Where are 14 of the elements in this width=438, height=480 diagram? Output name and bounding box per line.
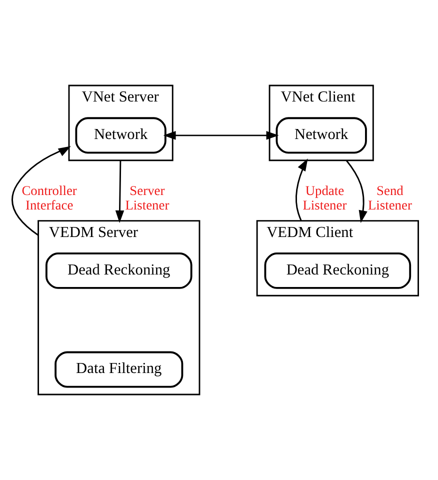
node-box: Network [75, 117, 166, 154]
node-box: Dead Reckoning [45, 252, 192, 289]
arrow [115, 160, 124, 223]
node-box: Network [276, 117, 367, 154]
edge-label: Controller Interface [22, 183, 77, 212]
node-box: Data Filtering [54, 351, 184, 388]
arrow [296, 158, 308, 222]
edge-label: Send Listener [368, 183, 412, 212]
edge-label: Server Listener [125, 183, 170, 212]
arrow [163, 131, 279, 140]
edge-label: Update Listener [302, 183, 347, 212]
arrow [12, 146, 71, 236]
node-box: Dead Reckoning [264, 252, 412, 289]
arrow [346, 160, 368, 223]
